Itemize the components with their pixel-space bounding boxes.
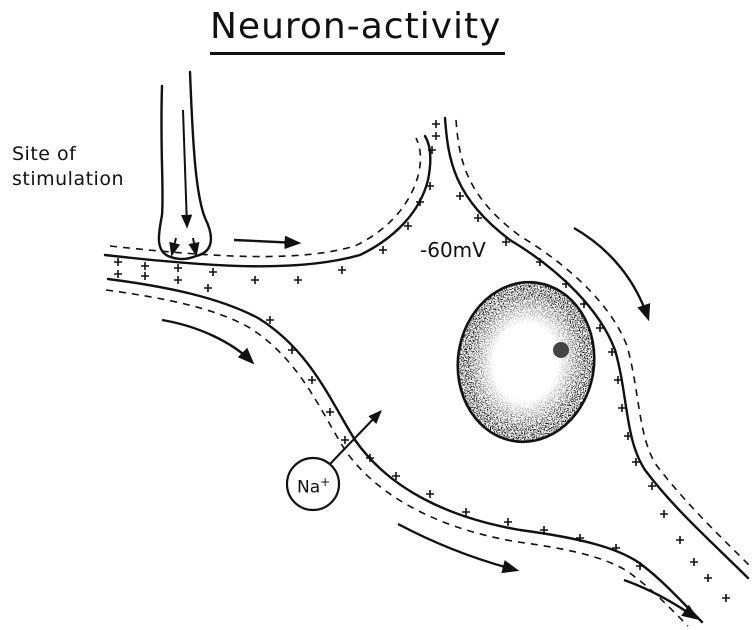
- positive-charge-mark: [456, 192, 464, 200]
- positive-charge-mark: [141, 272, 149, 280]
- positive-charge-mark: [174, 276, 182, 284]
- ion-symbol: Na: [297, 478, 320, 498]
- stimulation-site-label-line1: Site of: [12, 142, 124, 167]
- positive-charge-mark: [204, 284, 212, 292]
- positive-charge-mark: [432, 120, 440, 128]
- positive-charge-mark: [580, 300, 588, 308]
- positive-charge-mark: [432, 132, 440, 140]
- stimulation-site-label: Site of stimulation: [12, 142, 124, 192]
- membrane-outer-charge: [106, 120, 752, 626]
- nucleolus: [553, 342, 569, 358]
- positive-charge-mark: [114, 270, 122, 278]
- ion-charge: +: [320, 475, 330, 489]
- positive-charge-mark: [141, 262, 149, 270]
- positive-charge-mark: [426, 490, 434, 498]
- cell-membrane: [105, 118, 748, 622]
- membrane-potential-label: -60mV: [420, 238, 486, 262]
- diagram-title: Neuron-activity: [210, 6, 501, 47]
- stimulation-site-label-line2: stimulation: [12, 167, 124, 192]
- positive-charge-mark: [690, 558, 698, 566]
- positive-charge-mark: [562, 280, 570, 288]
- membrane-inner-charge: [114, 120, 730, 602]
- propagation-arrow: [162, 320, 252, 362]
- positive-charge-mark: [636, 562, 644, 570]
- positive-charge-mark: [704, 574, 712, 582]
- positive-charge-mark: [338, 266, 346, 274]
- positive-charge-mark: [722, 594, 730, 602]
- positive-charge-mark: [341, 436, 349, 444]
- positive-charge-mark: [209, 268, 217, 276]
- positive-charge-mark: [174, 264, 182, 272]
- propagation-arrow: [234, 240, 298, 243]
- positive-charge-mark: [660, 510, 668, 518]
- sodium-ion-label: Na+: [297, 475, 330, 498]
- positive-charge-mark: [326, 408, 334, 416]
- propagation-arrow: [398, 524, 516, 570]
- positive-charge-mark: [251, 276, 259, 284]
- title-underline: [210, 52, 505, 55]
- nucleus: [448, 273, 605, 450]
- positive-charge-mark: [294, 276, 302, 284]
- positive-charge-mark: [308, 376, 316, 384]
- positive-charge-mark: [114, 258, 122, 266]
- positive-charge-mark: [504, 518, 512, 526]
- positive-charge-mark: [379, 246, 387, 254]
- positive-charge-mark: [676, 536, 684, 544]
